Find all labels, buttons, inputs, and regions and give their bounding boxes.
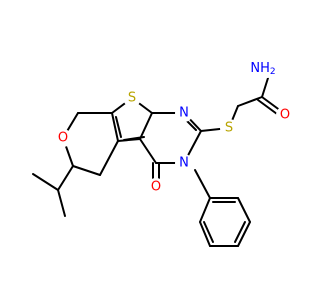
amide-hydrogen-count: 2 xyxy=(270,67,276,77)
atom-background xyxy=(175,104,193,122)
atom-background xyxy=(54,129,72,147)
atom-background xyxy=(175,154,193,172)
bond xyxy=(261,77,269,98)
bond xyxy=(237,221,251,247)
pyran-oxygen-label: O xyxy=(58,131,68,146)
ring-nitrogen-top-label: N xyxy=(179,106,189,121)
bond xyxy=(199,197,211,223)
ring-nitrogen-bottom-label: N xyxy=(179,156,189,171)
bond xyxy=(99,140,119,176)
bond xyxy=(261,96,282,112)
bond xyxy=(257,99,278,115)
bond xyxy=(139,138,157,164)
bond xyxy=(115,116,122,138)
bond xyxy=(72,165,101,176)
bond xyxy=(237,197,251,223)
atom-layer: NH2 O S N S O N O xyxy=(54,58,294,196)
bond-layer xyxy=(32,77,282,247)
bond xyxy=(237,96,263,107)
amide-nitrogen-label: NH2 xyxy=(250,61,275,78)
bond xyxy=(234,221,246,243)
amide-hydrogen-symbol: H xyxy=(260,61,270,76)
thioether-sulfur-label: S xyxy=(225,121,233,136)
atom-background xyxy=(276,106,294,124)
bond xyxy=(57,189,66,217)
atom-background xyxy=(147,178,165,196)
bond xyxy=(203,221,214,243)
thiophene-sulfur-label: S xyxy=(128,91,136,106)
molecule-structure: NH2 O S N S O N O xyxy=(32,58,294,247)
atom-background xyxy=(123,89,141,107)
bond xyxy=(139,112,153,140)
bond xyxy=(32,173,59,191)
bond xyxy=(111,112,119,142)
bond xyxy=(123,136,145,141)
atom-background xyxy=(257,58,277,78)
bond xyxy=(199,221,211,247)
amide-nitrogen-symbol: N xyxy=(250,61,260,76)
carbonyl-oxygen-label: O xyxy=(151,180,161,195)
amide-oxygen-label: O xyxy=(280,108,290,123)
atom-background xyxy=(220,119,238,137)
bond xyxy=(57,165,74,191)
bond xyxy=(194,169,211,199)
